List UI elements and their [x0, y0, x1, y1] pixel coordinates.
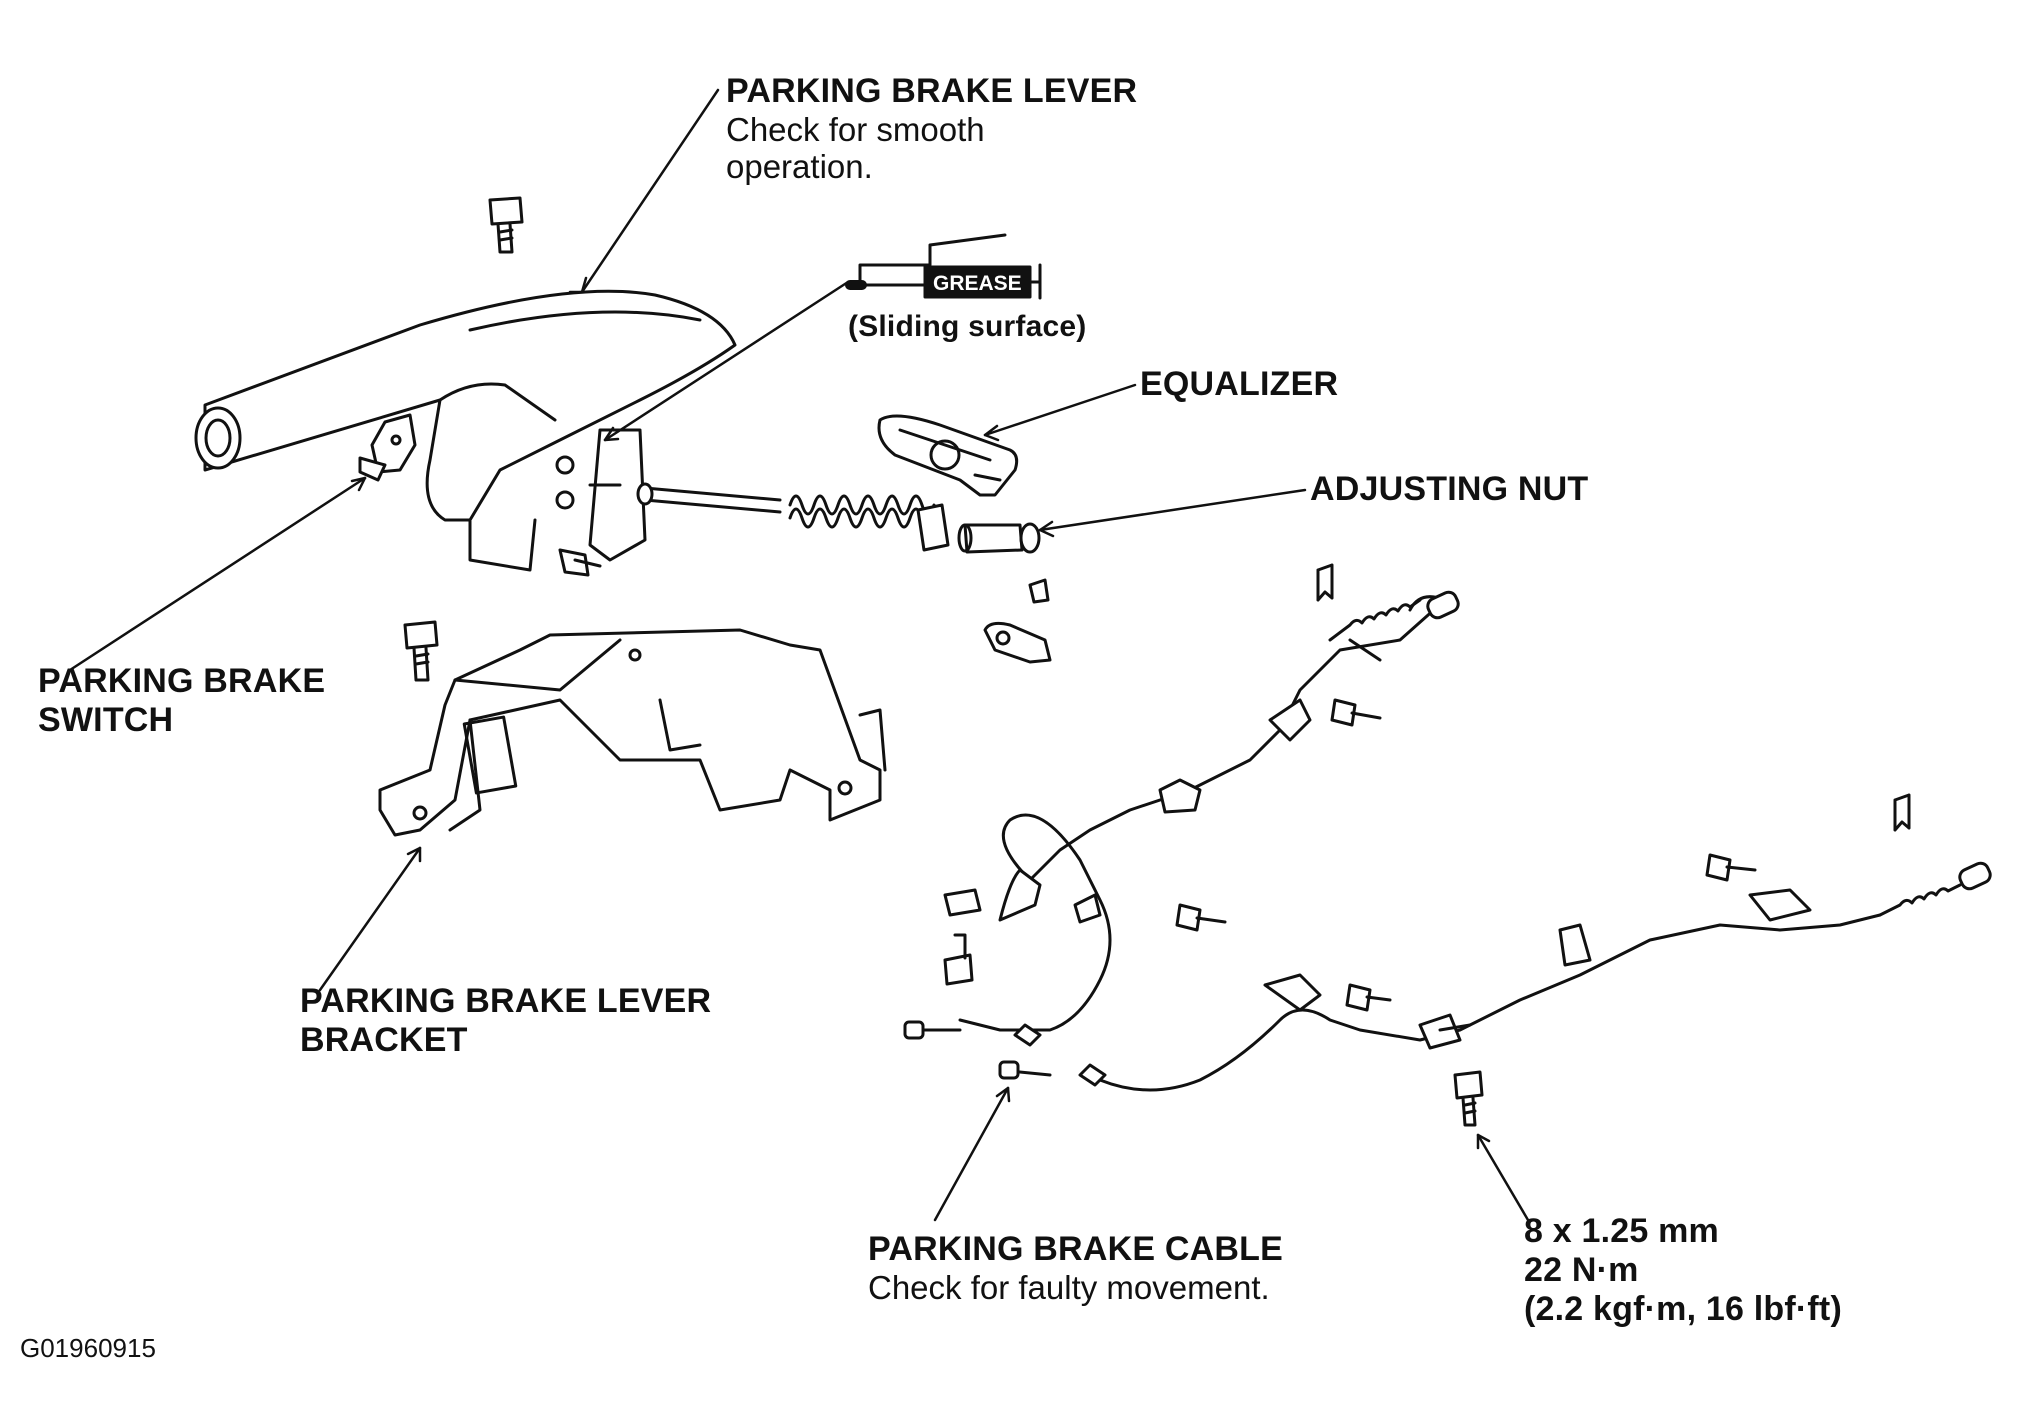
label-parking-brake-switch: PARKING BRAKE SWITCH	[38, 662, 325, 740]
lever-mount-bolt	[488, 196, 524, 254]
label-cable-note: Check for faulty movement.	[868, 1268, 1270, 1306]
leader-bracket	[318, 846, 422, 992]
label-parking-brake-lever: PARKING BRAKE LEVER Check for smooth ope…	[726, 72, 1137, 186]
leader-grease	[603, 280, 850, 442]
bracket-mount-bolt	[403, 620, 439, 682]
label-cable-title: PARKING BRAKE CABLE	[868, 1230, 1283, 1268]
cable-mount-bolts	[943, 698, 1757, 1127]
label-lever-bracket: PARKING BRAKE LEVER BRACKET	[300, 982, 711, 1060]
label-lever-title: PARKING BRAKE LEVER	[726, 72, 1138, 110]
grease-tag: GREASE	[933, 272, 1022, 295]
cable-lock-clips	[1316, 563, 1911, 832]
label-bolt-size: 8 x 1.25 mm	[1524, 1212, 1719, 1250]
cable-brackets	[943, 698, 1812, 1050]
parking-brake-lever	[194, 289, 737, 572]
parking-brake-switch	[358, 413, 417, 482]
label-lever-note-line1: Check for smooth	[726, 110, 985, 148]
leader-adjusting-nut	[1038, 488, 1307, 532]
leader-equalizer	[983, 383, 1137, 437]
figure-code: G01960915	[20, 1333, 156, 1363]
label-lever-note-line2: operation.	[726, 148, 873, 186]
label-parking-brake-cable: PARKING BRAKE CABLE Check for faulty mov…	[868, 1230, 1283, 1306]
leader-lines	[68, 88, 1530, 1222]
leader-bolt-spec	[1476, 1133, 1530, 1222]
lever-lower-bolt	[558, 548, 602, 577]
leader-lever	[580, 88, 720, 294]
equalizer	[877, 414, 1019, 497]
label-bracket-line2: BRACKET	[300, 1020, 468, 1059]
parking-brake-lever-bracket	[378, 628, 887, 837]
grease-symbol	[845, 233, 1042, 300]
label-bracket-line1: PARKING BRAKE LEVER	[300, 982, 712, 1020]
label-sliding-surface: (Sliding surface)	[848, 310, 1087, 343]
label-bolt-torque-alt: (2.2 kgf·m, 16 lbf·ft)	[1524, 1289, 1842, 1328]
leader-switch	[68, 476, 367, 672]
label-bolt-spec: 8 x 1.25 mm 22 N·m (2.2 kgf·m, 16 lbf·ft…	[1524, 1212, 1842, 1328]
adjuster-rod-assembly	[636, 482, 1041, 554]
cable-clip-upper	[983, 578, 1052, 664]
label-switch-line2: SWITCH	[38, 700, 174, 739]
label-bolt-torque-nm: 22 N·m	[1524, 1250, 1639, 1289]
label-adjusting-nut: ADJUSTING NUT	[1310, 470, 1589, 508]
label-equalizer: EQUALIZER	[1140, 365, 1339, 403]
label-switch-line1: PARKING BRAKE	[38, 662, 326, 700]
leader-cable	[933, 1086, 1010, 1222]
